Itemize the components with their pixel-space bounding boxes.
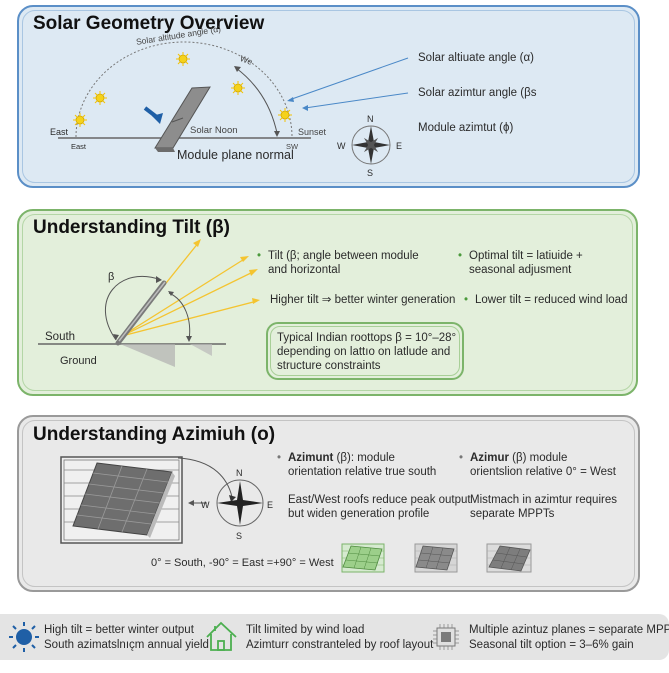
azimuth-example-east xyxy=(414,543,458,573)
panel-inner-border xyxy=(22,214,633,391)
footer-item-chip: Multiple azintuz planes = separate MPPT … xyxy=(469,623,669,653)
note-line: structure constraints xyxy=(277,360,381,372)
note-line: separate MPPTs xyxy=(470,508,555,520)
module-plane-normal-label: Module plane normal xyxy=(177,148,294,162)
footer-line: South azimatslnıc̨m annual yield xyxy=(44,639,209,651)
compass-rose-icon xyxy=(351,125,391,165)
note-line: Typical Indian roottops β = 10°–28° xyxy=(277,332,457,344)
east-label-upper: East xyxy=(50,127,69,137)
compass-s: S xyxy=(236,531,243,541)
bullet-line: seasonal adjusment xyxy=(469,264,572,276)
legend-module-azimuth: Module azimtut (ϕ) xyxy=(418,122,514,134)
leader-line-azimuth xyxy=(304,92,409,109)
panel-inner-border xyxy=(22,420,635,587)
sun-rays xyxy=(117,241,258,344)
note-line: but widen generation profile xyxy=(288,508,430,520)
ground-label: Ground xyxy=(60,355,97,367)
tilt-bullet-higher-tilt: Higher tilt ⇒ better winter generation xyxy=(270,294,456,306)
compass-s: S xyxy=(367,168,374,178)
solar-geometry-panel xyxy=(17,5,640,188)
footer-item-house: Tilt limited by wind load Azimturr const… xyxy=(246,623,433,653)
bullet-bold-term: Azimunt xyxy=(288,452,334,464)
bullet-line: Azimur (β) module xyxy=(470,451,616,465)
tilt-title: Understanding Tilt (β) xyxy=(33,217,231,238)
footer-line: Tilt limited by wind load xyxy=(246,624,365,636)
south-label: South xyxy=(45,331,76,343)
module-shadow xyxy=(120,344,175,367)
tilted-module xyxy=(154,86,211,152)
ray-arrowheads xyxy=(193,239,260,304)
azimuth-note-mismatch: Mistmach in azimtur requires separate MP… xyxy=(470,493,617,521)
legend-solar-azimuth: Solar azimtur angle (βs xyxy=(418,87,537,99)
sun-icon xyxy=(9,622,39,652)
sunset-label: Sunset xyxy=(298,127,327,137)
altitude-arrowhead-top xyxy=(234,66,241,72)
compass-e: E xyxy=(396,141,403,151)
compass-w: W xyxy=(337,141,346,151)
compass-e: E xyxy=(267,500,274,510)
bullet-rest: (β) module xyxy=(508,452,568,464)
bullet-line: orientation relative true south xyxy=(288,466,437,478)
house-icon xyxy=(206,621,237,651)
tilt-bullet-optimal: Optimal tilt = latiuide + seasonal adjus… xyxy=(458,249,583,277)
panel-inner-border xyxy=(22,10,635,183)
chip-icon xyxy=(433,624,459,650)
leader-line-altitude xyxy=(288,57,409,101)
azimuth-example-west xyxy=(486,543,532,573)
tilted-module xyxy=(115,280,167,346)
bullet-line: orientslion relative 0° = West xyxy=(470,466,616,478)
note-line: depending on lattıo on latlude and xyxy=(277,346,451,358)
solar-noon-label: Solar Noon xyxy=(190,125,238,136)
bullet-rest: (β): module xyxy=(333,452,395,464)
legend-altitude-angle: Solar altiuate angle (α) xyxy=(418,52,534,64)
compass-n: N xyxy=(236,468,243,478)
azimuth-bullet-relative-west: Azimur (β) module orientslion relative 0… xyxy=(459,451,616,479)
orientation-arrow xyxy=(177,457,233,498)
note-inner-border xyxy=(270,326,460,376)
bullet-bold-term: Azimur xyxy=(470,452,509,464)
summary-footer xyxy=(0,614,669,660)
module-normal-arrow xyxy=(143,106,163,124)
note-line: East/West roofs reduce peak output xyxy=(288,494,471,506)
sun-rays xyxy=(73,52,292,127)
bullet-line: Tilt (β; angle between module xyxy=(268,250,419,262)
azimuth-convention: 0° = South, -90° = East =+90° = West xyxy=(151,557,334,569)
azimuth-title: Understanding Azimiuh (ο) xyxy=(33,424,276,445)
azimuth-bullet-definition: Azimunt (β): module orientation relative… xyxy=(277,451,437,479)
azimuth-note-east-west: East/West roofs reduce peak output but w… xyxy=(288,493,471,521)
azimuth-example-south xyxy=(341,543,385,573)
bullet-line: Optimal tilt = latiuide + xyxy=(469,250,583,262)
typical-rooftop-note xyxy=(266,322,464,380)
note-line: Mistmach in azimtur requires xyxy=(470,494,617,506)
bullet-line: Azimunt (β): module xyxy=(288,451,436,465)
module-shadow-2 xyxy=(190,344,212,356)
compass-rose-icon xyxy=(216,479,264,527)
beta-angle-arc xyxy=(104,275,162,341)
elevation-angle-arc xyxy=(168,292,191,341)
sw-label: SW xyxy=(286,142,299,151)
sun-path-arc xyxy=(75,41,293,138)
footer-line: Seasonal tilt option = 3–6% gain xyxy=(469,639,634,651)
footer-line: Azimturr constranteled by roof layout xyxy=(246,639,434,651)
altitude-arrowhead-bottom xyxy=(274,131,280,137)
footer-line: High tilt = better winter output xyxy=(44,624,194,636)
tilt-bullet-lower-tilt: Lower tilt = reduced wind load xyxy=(464,293,628,307)
solar-geometry-title: Solar Geometry Overview xyxy=(33,13,265,34)
altitude-arc-arrow xyxy=(235,67,278,134)
footer-item-sun: High tilt = better winter output South a… xyxy=(44,623,209,653)
tilt-bullet-definition: Tilt (β; angle between module and horizo… xyxy=(257,249,419,277)
east-label-lower: East xyxy=(71,142,87,151)
note-text: Typical Indian roottops β = 10°–28° depe… xyxy=(277,331,456,373)
solar-panel-icon xyxy=(72,462,175,538)
compass-n: N xyxy=(367,114,374,124)
beta-label: β xyxy=(108,271,115,283)
compass-w: W xyxy=(201,500,210,510)
bullet-line: and horizontal xyxy=(268,264,341,276)
footer-line: Multiple azintuz planes = separate MPPT xyxy=(469,624,669,636)
